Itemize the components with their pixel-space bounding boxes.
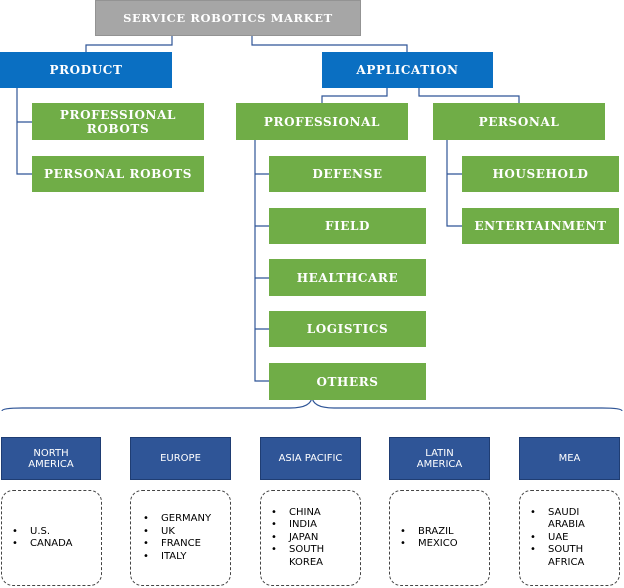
countries-latin-america: BRAZIL MEXICO — [389, 490, 490, 586]
list-item: CANADA — [10, 538, 73, 551]
region-mea: MEA — [519, 437, 620, 480]
list-item: SOUTH KOREA — [269, 544, 341, 569]
application-node: APPLICATION — [322, 52, 493, 88]
connector-professional-children — [254, 140, 269, 382]
professional-node: PROFESSIONAL — [236, 103, 408, 140]
region-europe: EUROPE — [130, 437, 231, 480]
list-item: INDIA — [269, 519, 341, 532]
professional-child-others: OTHERS — [269, 363, 426, 400]
connector-personal-children — [446, 140, 462, 227]
countries-asia-pacific: CHINA INDIA JAPAN SOUTH KOREA — [260, 490, 361, 586]
list-item: GERMANY — [141, 513, 211, 526]
personal-child-household: HOUSEHOLD — [462, 156, 619, 192]
connector-application-personal — [418, 88, 520, 103]
region-north-america: NORTH AMERICA — [1, 437, 101, 480]
root-node: SERVICE ROBOTICS MARKET — [95, 0, 361, 36]
countries-north-america: U.S. CANADA — [1, 490, 102, 586]
list-item: MEXICO — [398, 538, 458, 551]
product-child-personal-robots: PERSONAL ROBOTS — [32, 156, 204, 192]
connector-root-application — [251, 36, 408, 52]
connector-application-professional — [321, 88, 388, 103]
product-node: PRODUCT — [0, 52, 172, 88]
personal-node: PERSONAL — [433, 103, 605, 140]
professional-child-defense: DEFENSE — [269, 156, 426, 192]
professional-child-field: FIELD — [269, 208, 426, 244]
connector-product-children — [16, 88, 32, 175]
list-item: UAE — [528, 532, 600, 545]
list-item: SAUDI ARABIA — [528, 507, 600, 532]
region-latin-america: LATIN AMERICA — [389, 437, 490, 480]
professional-child-logistics: LOGISTICS — [269, 311, 426, 347]
list-item: SOUTH AFRICA — [528, 544, 600, 569]
region-asia-pacific: ASIA PACIFIC — [260, 437, 361, 480]
list-item: ITALY — [141, 551, 211, 564]
list-item: CHINA — [269, 507, 341, 520]
countries-europe: GERMANY UK FRANCE ITALY — [130, 490, 231, 586]
list-item: FRANCE — [141, 538, 211, 551]
list-item: JAPAN — [269, 532, 341, 545]
list-item: U.S. — [10, 526, 73, 539]
professional-child-healthcare: HEALTHCARE — [269, 259, 426, 296]
product-child-professional-robots: PROFESSIONAL ROBOTS — [32, 103, 204, 140]
personal-child-entertainment: ENTERTAINMENT — [462, 208, 619, 244]
list-item: BRAZIL — [398, 526, 458, 539]
countries-mea: SAUDI ARABIA UAE SOUTH AFRICA — [519, 490, 620, 586]
list-item: UK — [141, 526, 211, 539]
connector-root-product — [85, 36, 173, 52]
